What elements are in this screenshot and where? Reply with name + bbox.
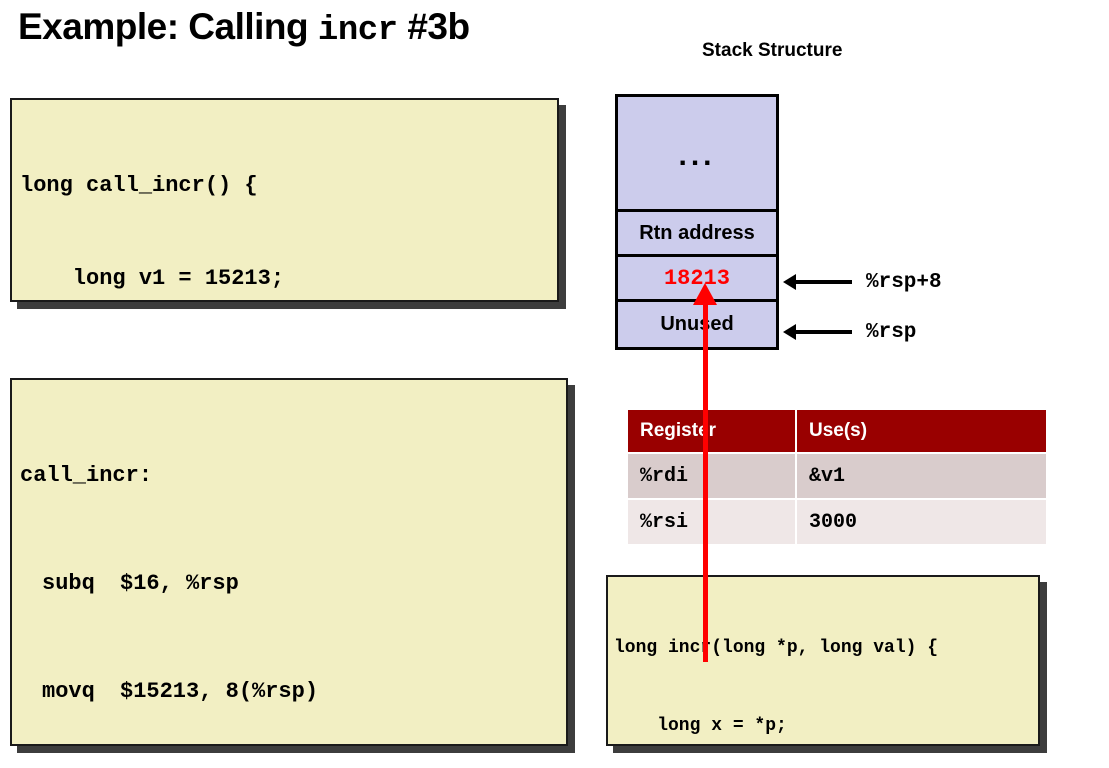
incr-code-line: long x = *p;	[614, 716, 787, 736]
cell-use: 3000	[796, 498, 1046, 544]
asm-operands: $15213, 8(%rsp)	[120, 679, 319, 704]
stack-structure-heading: Stack Structure	[702, 40, 843, 61]
title-suffix: #3b	[397, 6, 470, 47]
pointer-label: %rsp	[866, 320, 917, 344]
cell-use: &v1	[796, 452, 1046, 499]
incr-code-line: long incr(long *p, long val) {	[614, 638, 939, 658]
page-title: Example: Calling incr #3b	[18, 6, 470, 50]
asm-mnemonic: subq	[42, 571, 95, 596]
red-connector-arrow-shaft	[703, 300, 708, 662]
pointer-rsp-plus-8: %rsp+8	[783, 270, 942, 294]
pointer-label: %rsp+8	[866, 270, 942, 294]
table-row: %rsi 3000	[628, 498, 1046, 544]
stack-cell-ellipsis: ...	[618, 97, 776, 212]
asm-instruction: subq $16, %rsp	[20, 566, 566, 602]
cell-register: %rdi	[628, 452, 797, 499]
column-header-register: Register	[628, 410, 797, 453]
pointer-rsp: %rsp	[783, 320, 917, 344]
asm-function-label: call_incr:	[20, 463, 153, 488]
register-usage-table: Register Use(s) %rdi &v1 %rsi 3000	[628, 410, 1046, 544]
table-header-row: Register Use(s)	[628, 410, 1046, 453]
c-source-code-box: long call_incr() { long v1 = 15213; long…	[10, 98, 559, 302]
arrow-shaft	[796, 330, 852, 334]
cell-register: %rsi	[628, 498, 797, 544]
assembly-code-box: call_incr: subq $16, %rsp movq $15213, 8(%…	[10, 378, 568, 746]
asm-operands: $16, %rsp	[120, 571, 239, 596]
arrow-left-icon	[783, 324, 796, 340]
stack-diagram: ... Rtn address 18213 Unused	[615, 94, 779, 350]
title-mono-incr: incr	[317, 12, 398, 50]
arrow-left-icon	[783, 274, 796, 290]
title-prefix: Example: Calling	[18, 6, 318, 47]
c-code-line: long v1 = 15213;	[20, 266, 285, 291]
table-row: %rdi &v1	[628, 452, 1046, 499]
arrow-shaft	[796, 280, 852, 284]
column-header-uses: Use(s)	[796, 410, 1046, 453]
asm-instruction: movq $15213, 8(%rsp)	[20, 674, 566, 710]
red-connector-arrow-head-icon	[693, 283, 717, 305]
c-code-line: long call_incr() {	[20, 173, 258, 198]
asm-mnemonic: movq	[42, 679, 95, 704]
stack-cell-unused: Unused	[618, 302, 776, 347]
incr-source-code-box: long incr(long *p, long val) { long x = …	[606, 575, 1040, 746]
stack-cell-rtn-address: Rtn address	[618, 212, 776, 257]
